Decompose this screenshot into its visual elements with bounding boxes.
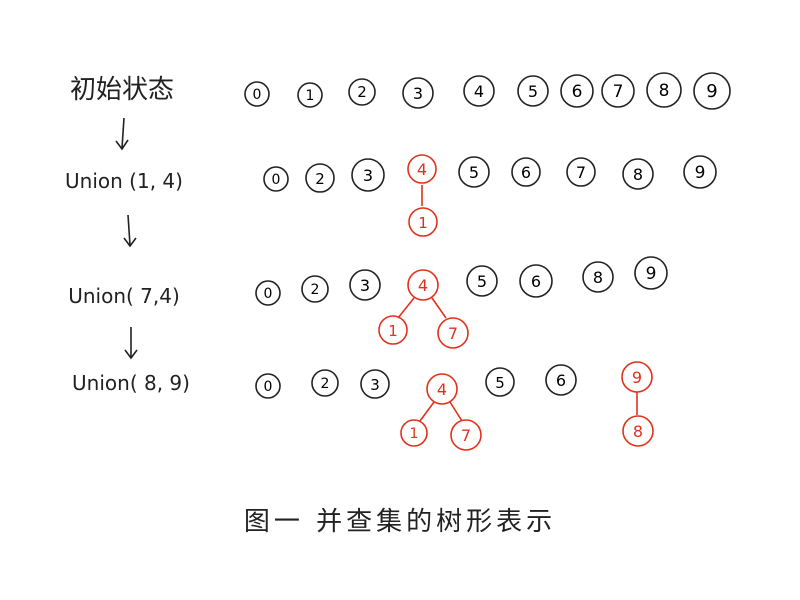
svg-text:3: 3 [370, 376, 380, 394]
node-4: 4 [407, 269, 439, 301]
node-6: 6 [560, 74, 594, 108]
down-arrow-icon [123, 214, 137, 248]
svg-text:1: 1 [418, 214, 428, 232]
node-5: 5 [458, 156, 490, 188]
node-5: 5 [517, 75, 549, 107]
svg-text:9: 9 [695, 163, 706, 183]
tree-root-9: 9 8 [621, 361, 654, 447]
svg-text:5: 5 [477, 272, 487, 291]
svg-text:4: 4 [437, 380, 447, 399]
svg-text:6: 6 [531, 272, 541, 291]
step-label-initial: 初始状态 [70, 75, 174, 105]
node-4: 4 [463, 75, 495, 107]
svg-text:0: 0 [253, 87, 262, 103]
svg-text:2: 2 [315, 170, 325, 188]
svg-text:7: 7 [461, 426, 471, 445]
step-label-union-7-4: Union( 7,4) [68, 284, 180, 308]
row-initial: 0 1 2 3 4 5 6 7 8 9 [244, 72, 731, 110]
svg-text:9: 9 [646, 264, 657, 284]
node-0: 0 [255, 373, 281, 399]
svg-text:6: 6 [521, 163, 531, 182]
node-3: 3 [360, 369, 390, 399]
node-2: 2 [301, 275, 329, 303]
figure-caption: 图一 并查集的树形表示 [244, 507, 556, 537]
svg-text:8: 8 [633, 165, 643, 184]
svg-text:8: 8 [659, 81, 670, 101]
svg-text:5: 5 [469, 163, 479, 182]
svg-text:4: 4 [474, 82, 484, 101]
node-1: 1 [408, 207, 438, 237]
step-label-union-8-9: Union( 8, 9) [72, 371, 190, 395]
svg-text:0: 0 [264, 286, 273, 302]
svg-text:1: 1 [388, 322, 398, 340]
down-arrow-icon [124, 327, 138, 360]
svg-text:2: 2 [311, 282, 320, 298]
node-9: 9 [634, 256, 668, 290]
svg-text:3: 3 [413, 84, 423, 103]
node-0: 0 [255, 280, 281, 306]
svg-text:1: 1 [306, 88, 315, 104]
svg-text:1: 1 [410, 426, 419, 442]
node-9: 9 [683, 155, 717, 189]
svg-text:9: 9 [706, 81, 717, 102]
svg-text:7: 7 [448, 324, 458, 343]
node-7: 7 [566, 157, 596, 187]
row-union-8-9: 0 2 3 4 1 7 5 6 9 8 [255, 361, 654, 451]
svg-text:9: 9 [632, 368, 642, 387]
node-3: 3 [349, 269, 381, 301]
node-8: 8 [622, 415, 654, 447]
svg-text:8: 8 [633, 422, 643, 441]
svg-text:5: 5 [495, 374, 505, 392]
svg-text:2: 2 [321, 376, 330, 392]
node-5: 5 [466, 265, 498, 297]
node-6: 6 [545, 364, 577, 396]
node-1: 1 [378, 315, 408, 345]
tree-root-4: 4 1 7 [400, 373, 482, 451]
node-6: 6 [519, 264, 553, 298]
node-7: 7 [450, 419, 482, 451]
node-8: 8 [582, 261, 614, 293]
node-0: 0 [263, 166, 289, 192]
node-8: 8 [646, 72, 682, 108]
node-7: 7 [437, 317, 469, 349]
down-arrow-icon [115, 117, 129, 151]
svg-text:6: 6 [572, 82, 583, 102]
svg-text:4: 4 [417, 160, 427, 179]
node-3: 3 [402, 77, 434, 109]
node-5: 5 [485, 367, 515, 397]
node-1: 1 [297, 82, 323, 108]
svg-text:7: 7 [576, 163, 586, 182]
svg-text:0: 0 [264, 379, 273, 395]
row-union-7-4: 0 2 3 4 1 7 5 6 8 9 [255, 256, 668, 349]
node-9: 9 [621, 361, 653, 393]
node-2: 2 [348, 78, 376, 106]
svg-text:4: 4 [418, 276, 428, 295]
node-3: 3 [351, 158, 385, 192]
node-7: 7 [601, 74, 635, 108]
svg-text:3: 3 [360, 276, 370, 295]
svg-text:2: 2 [357, 83, 367, 101]
tree-root-4: 4 1 [407, 154, 438, 237]
row-union-1-4: 0 2 3 4 1 5 6 7 8 9 [263, 154, 717, 237]
node-4: 4 [407, 154, 437, 184]
node-2: 2 [305, 163, 335, 193]
svg-text:8: 8 [593, 268, 603, 287]
node-1: 1 [400, 419, 428, 447]
svg-text:7: 7 [613, 82, 624, 102]
svg-text:5: 5 [528, 82, 538, 101]
tree-root-4: 4 1 7 [378, 269, 469, 349]
node-4: 4 [426, 373, 458, 405]
node-6: 6 [511, 157, 541, 187]
node-0: 0 [244, 81, 270, 107]
node-2: 2 [311, 369, 339, 397]
node-9: 9 [693, 72, 731, 110]
svg-text:0: 0 [272, 172, 281, 188]
node-8: 8 [622, 158, 654, 190]
step-label-union-1-4: Union (1, 4) [65, 169, 183, 193]
svg-text:6: 6 [556, 371, 566, 390]
svg-text:3: 3 [363, 166, 373, 185]
